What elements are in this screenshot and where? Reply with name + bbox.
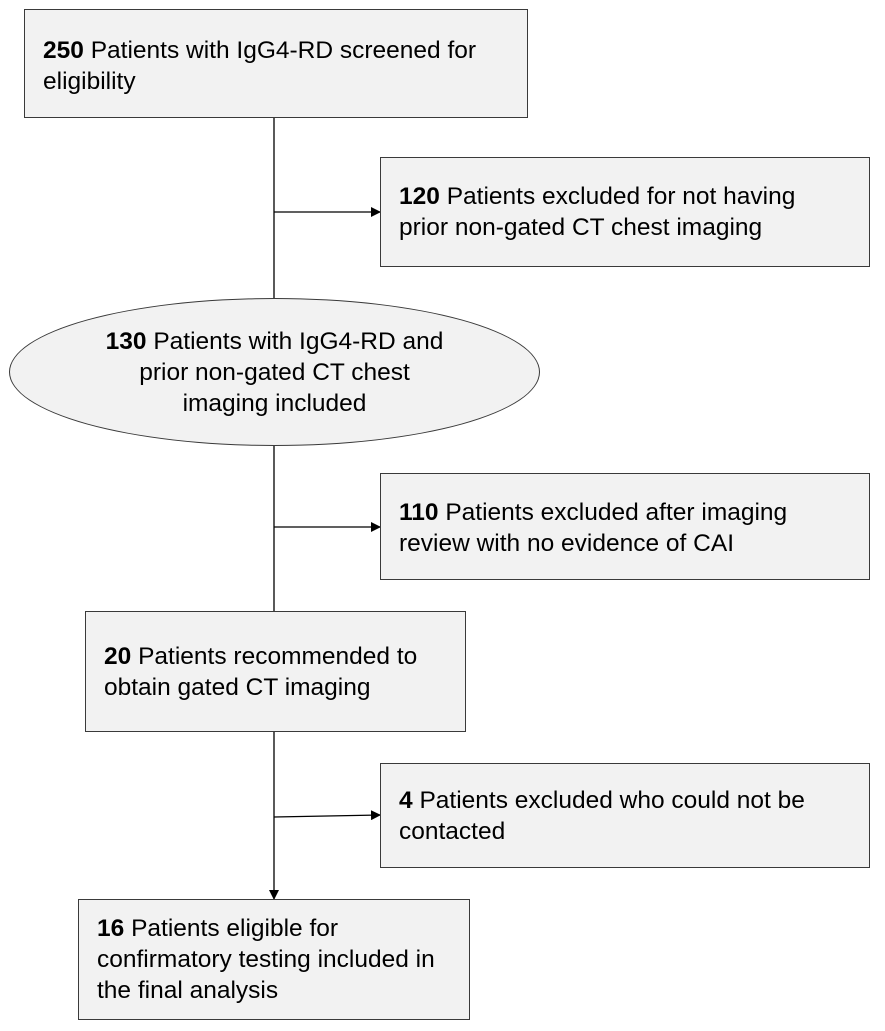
node-excluded-no-contact-label: 4 Patients excluded who could not be con… xyxy=(399,785,839,847)
node-included-ct: 130 Patients with IgG4-RD and prior non-… xyxy=(9,298,540,446)
node-included-ct-label: 130 Patients with IgG4-RD and prior non-… xyxy=(105,326,445,419)
node-final-count: 16 xyxy=(97,915,125,942)
node-recommended-count: 20 xyxy=(104,643,132,670)
node-excluded-no-cai-count: 110 xyxy=(399,499,439,526)
node-excluded-no-ct-label: 120 Patients excluded for not having pri… xyxy=(399,181,851,243)
node-final: 16 Patients eligible for confirmatory te… xyxy=(78,899,470,1020)
node-excluded-no-cai-label: 110 Patients excluded after imaging revi… xyxy=(399,497,851,559)
node-included-ct-text: Patients with IgG4-RD and prior non-gate… xyxy=(139,327,444,417)
node-excluded-no-contact: 4 Patients excluded who could not be con… xyxy=(380,763,870,868)
node-recommended-label: 20 Patients recommended to obtain gated … xyxy=(104,641,447,703)
node-recommended-text: Patients recommended to obtain gated CT … xyxy=(104,643,418,701)
node-final-text: Patients eligible for confirmatory testi… xyxy=(97,915,435,1004)
node-excluded-no-contact-count: 4 xyxy=(399,787,413,814)
node-final-label: 16 Patients eligible for confirmatory te… xyxy=(97,913,451,1006)
node-recommended: 20 Patients recommended to obtain gated … xyxy=(85,611,466,732)
node-excluded-no-ct: 120 Patients excluded for not having pri… xyxy=(380,157,870,267)
arrow-to-excluded-no-contact xyxy=(273,810,381,821)
node-included-ct-count: 130 xyxy=(105,327,147,355)
node-screened-text: Patients with IgG4-RD screened for eligi… xyxy=(43,37,477,95)
node-excluded-no-cai-text: Patients excluded after imaging review w… xyxy=(399,499,788,557)
node-screened-count: 250 xyxy=(43,37,84,64)
node-excluded-no-cai: 110 Patients excluded after imaging revi… xyxy=(380,473,870,580)
node-screened: 250 Patients with IgG4-RD screened for e… xyxy=(24,9,528,118)
node-excluded-no-contact-text: Patients excluded who could not be conta… xyxy=(399,787,805,845)
node-excluded-no-ct-count: 120 xyxy=(399,183,440,210)
node-excluded-no-ct-text: Patients excluded for not having prior n… xyxy=(399,183,796,241)
node-screened-label: 250 Patients with IgG4-RD screened for e… xyxy=(43,35,509,97)
